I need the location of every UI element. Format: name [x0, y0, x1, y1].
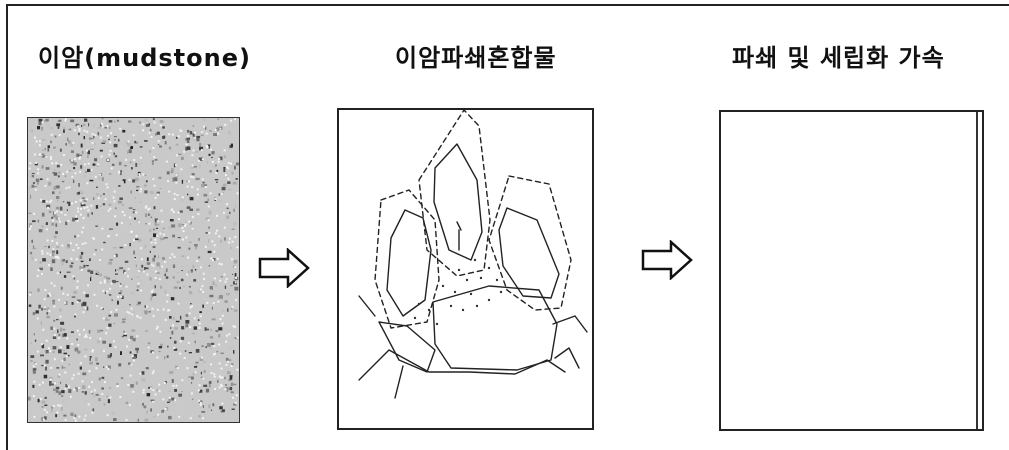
mudstone-texture	[28, 118, 240, 422]
process-arrow-1-icon	[258, 248, 310, 288]
crushed-mixture-panel	[337, 108, 594, 430]
mudstone-texture-panel	[27, 117, 240, 423]
diagram-frame	[6, 4, 1009, 450]
process-arrow-2-icon	[641, 240, 693, 280]
stage-title-crushed-mixture: 이암파쇄혼합물	[395, 44, 557, 72]
accelerated-crushing-panel	[719, 110, 984, 431]
fragment-sketch	[358, 109, 588, 399]
stage-title-accelerated-crushing: 파쇄 및 세립화 가속	[732, 44, 945, 72]
stage-title-mudstone: 이암(mudstone)	[38, 44, 251, 72]
